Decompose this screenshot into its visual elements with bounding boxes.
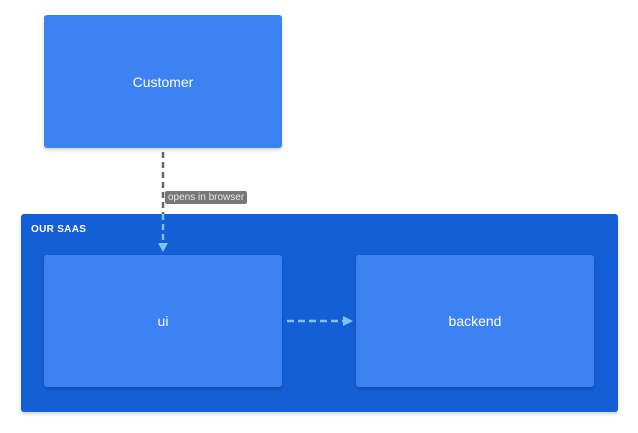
backend-node[interactable]: backend xyxy=(356,255,594,387)
edge-label-opens-in-browser: opens in browser xyxy=(165,191,248,204)
ui-node-label: ui xyxy=(157,313,169,329)
customer-node[interactable]: Customer xyxy=(44,15,282,148)
boundary-label: OUR SAAS xyxy=(31,224,87,235)
ui-node[interactable]: ui xyxy=(44,255,282,387)
customer-node-label: Customer xyxy=(132,73,194,90)
backend-node-label: backend xyxy=(448,313,502,329)
